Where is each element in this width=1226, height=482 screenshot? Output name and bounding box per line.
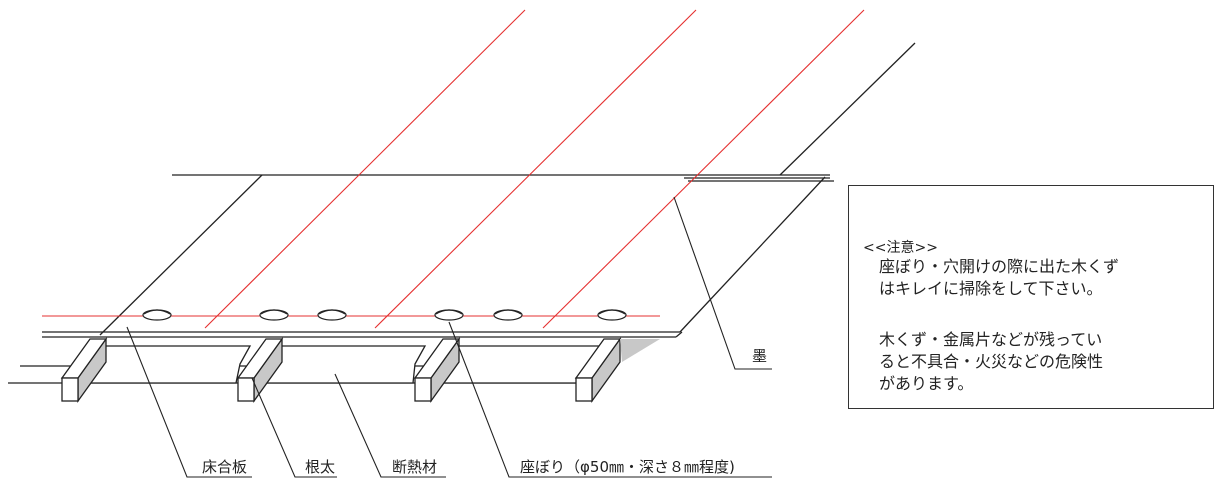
joist-4-end [575, 377, 593, 402]
leader-sumi [673, 196, 772, 370]
label-joist: 根太 [305, 458, 336, 476]
caution-paragraph-2: 木くず・金属片などが残ってい ると不具合・火災などの危険性 があります。 [879, 330, 1104, 393]
counterbore-hole-3 [317, 309, 347, 321]
counterbore-hole-6 [597, 309, 627, 321]
ink-line-3 [542, 9, 865, 329]
joist-4-shadow [620, 339, 660, 362]
caution-note-box: <<注意>> 座ぼり・穴開けの際に出た木くず はキレイに掃除をして下さい。 木く… [848, 185, 1214, 409]
label-insulation: 断熱材 [392, 458, 438, 476]
caution-title: <<注意>> [863, 240, 938, 256]
label-floor-board: 床合板 [202, 458, 248, 476]
plywood-front-corner [675, 331, 683, 338]
insulation-panel-2 [263, 345, 427, 384]
ink-line-2 [374, 9, 697, 329]
counterbore-hole-5 [493, 309, 523, 321]
leader-counterbore [448, 321, 772, 478]
joist-3-end [414, 377, 432, 402]
joist-2-end [237, 377, 255, 402]
counterbore-hole-4 [434, 309, 464, 321]
insulation-panel-1 [87, 345, 252, 384]
leader-floor-board [126, 326, 252, 478]
ink-line-1 [204, 9, 526, 329]
label-sumi: 墨 [752, 347, 768, 365]
counterbore-hole-2 [259, 309, 289, 321]
caution-paragraph-1: 座ぼり・穴開けの際に出た木くず はキレイに掃除をして下さい。 [879, 257, 1120, 298]
plywood-left-edge [99, 174, 263, 336]
label-counterbore: 座ぼり（φ50㎜・深さ８㎜程度) [520, 458, 735, 476]
upper-board-side-edge [779, 42, 916, 176]
plywood-right-edge [679, 176, 826, 333]
leader-joist [251, 377, 337, 478]
leader-insulation [334, 373, 446, 478]
counterbore-hole-1 [142, 309, 172, 321]
joist-1-end [61, 377, 79, 402]
